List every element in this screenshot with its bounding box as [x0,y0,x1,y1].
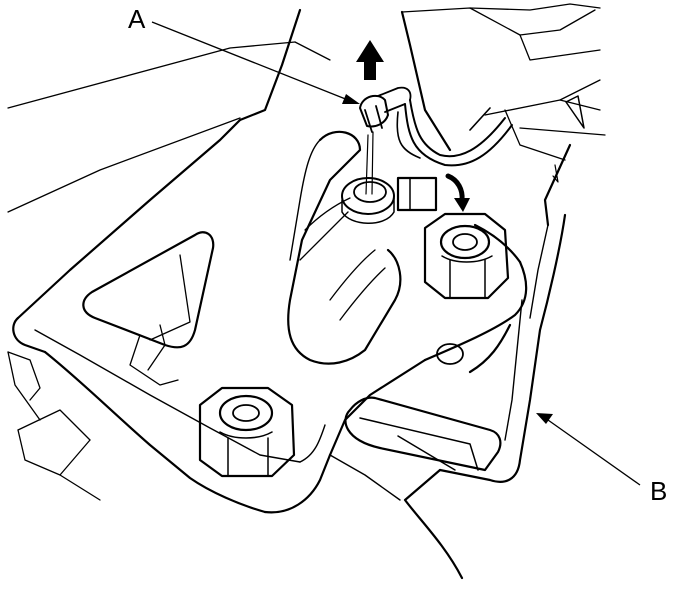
body-panel-lines [7,41,331,213]
callout-label-b: B [650,476,668,506]
callout-leader-a [151,21,360,104]
callout-label-a: A [128,4,146,34]
probe-wire [365,131,374,195]
lower-slot [344,396,502,472]
square-tab [396,176,438,212]
callout-leader-b [536,413,641,486]
lower-nut [198,386,296,478]
triangular-cutout [82,231,215,386]
mount-bracket-edge [438,213,567,483]
center-slot [287,130,402,365]
lower-frame-lines [329,454,464,580]
wire-harness [396,99,513,167]
upper-housing [400,3,606,227]
curved-arrow-icon [445,173,470,212]
up-arrow-icon [356,40,384,80]
main-bracket [7,8,528,514]
plate-hole [436,343,464,365]
upper-nut [423,212,510,300]
connector-bulb [359,86,412,133]
sensor-base [341,177,395,224]
